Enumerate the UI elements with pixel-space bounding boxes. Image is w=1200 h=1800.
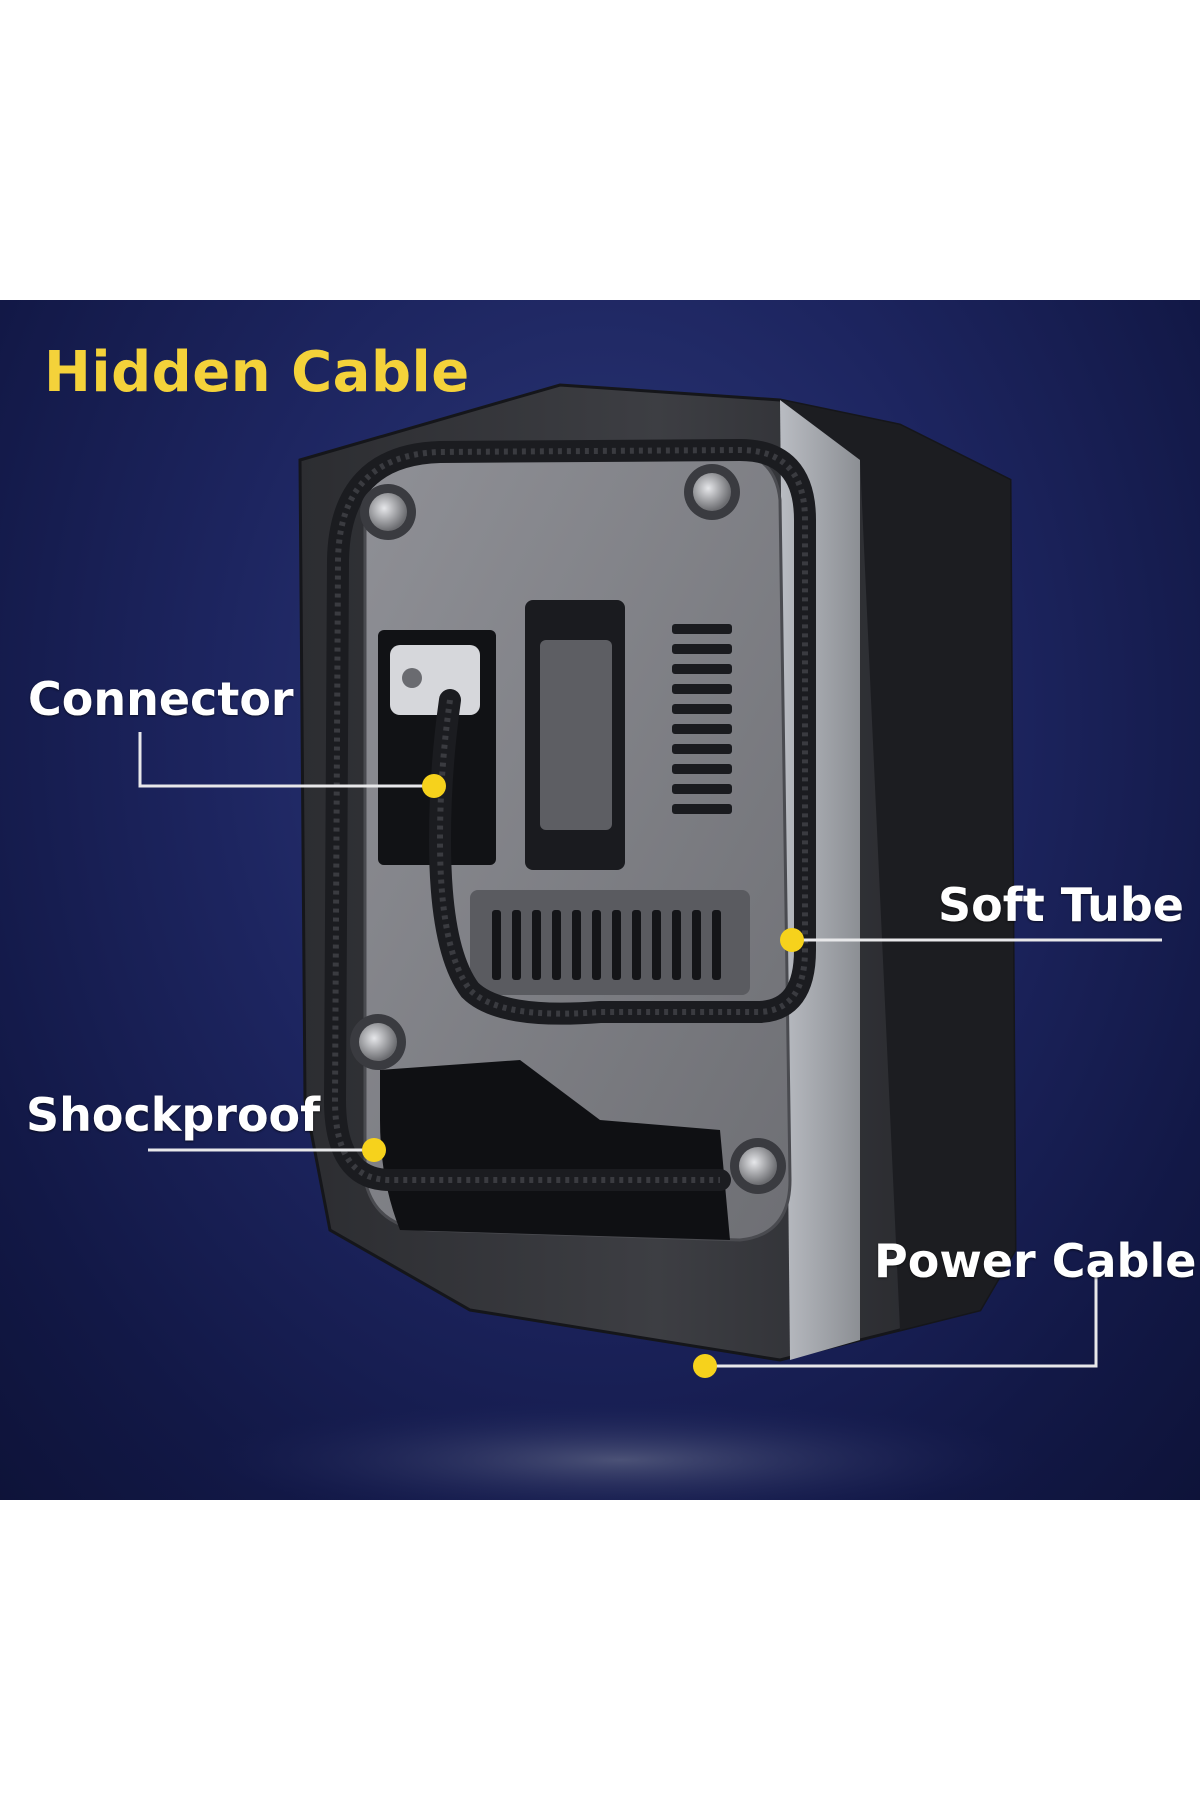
headline-title: Hidden Cable (44, 340, 470, 405)
screw-bottom-right (730, 1138, 786, 1194)
callout-shockproof-label: Shockproof (26, 1088, 321, 1142)
screw-mid-left (350, 1014, 406, 1070)
screw-top-right (684, 464, 740, 520)
screw-top-left (360, 484, 416, 540)
callout-soft-tube-label: Soft Tube (938, 878, 1184, 932)
callout-leader-lines (138, 732, 1162, 1368)
cable-compartment (380, 1060, 730, 1240)
callout-connector-label: Connector (28, 672, 294, 726)
device-dark-side (780, 400, 1015, 1330)
braided-hose (323, 438, 816, 1191)
product-image-panel: Hidden Cable Connector Soft Tube Shockpr… (0, 300, 1200, 1500)
connector-valve-icon (402, 668, 422, 688)
handle-bar (540, 640, 612, 830)
side-vent-slots (672, 624, 732, 814)
floor-reflection (200, 1400, 1040, 1500)
callout-power-cable-label: Power Cable (874, 1234, 1197, 1288)
bottom-vent-slots (492, 910, 721, 980)
air-compressor-illustration (138, 383, 1162, 1500)
device-silver-edge (780, 400, 860, 1360)
callout-markers (362, 774, 804, 1378)
